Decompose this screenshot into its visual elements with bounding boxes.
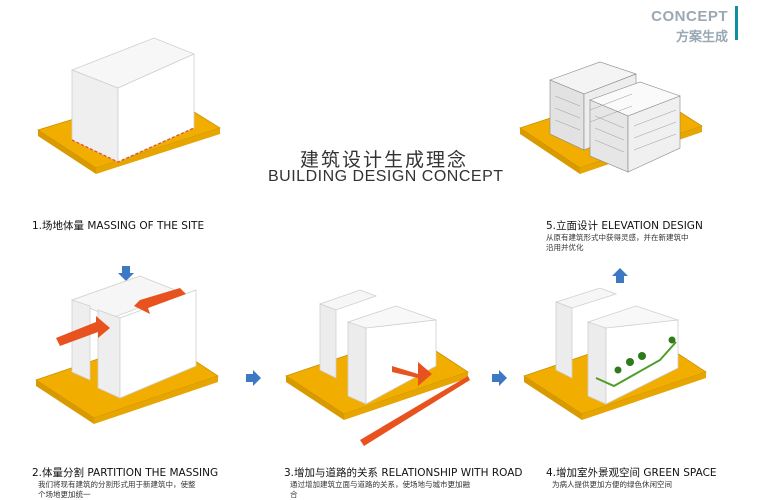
step4-label: 4.增加室外景观空间 GREEN SPACE bbox=[546, 465, 717, 480]
step4-description: 为病人提供更加方便的绿色休闲空间 bbox=[552, 480, 712, 490]
step5-label: 5.立面设计 ELEVATION DESIGN bbox=[546, 218, 703, 233]
step3-label: 3.增加与道路的关系 RELATIONSHIP WITH ROAD bbox=[284, 465, 522, 480]
step5-description: 从原有建筑形式中获得灵感，并在新建筑中沿用并优化 bbox=[546, 233, 692, 253]
step2-description: 我们将现有建筑的分割形式用于新建筑中，使整个场地更加统一 bbox=[38, 480, 202, 500]
right-arrow-icon-2 bbox=[492, 370, 507, 386]
step3-description: 通过增加建筑立面与道路的关系，使场地与城市更加融合 bbox=[290, 480, 476, 500]
step2-label: 2.体量分割 PARTITION THE MASSING bbox=[32, 465, 218, 480]
step1-label: 1.场地体量 MASSING OF THE SITE bbox=[32, 218, 204, 233]
